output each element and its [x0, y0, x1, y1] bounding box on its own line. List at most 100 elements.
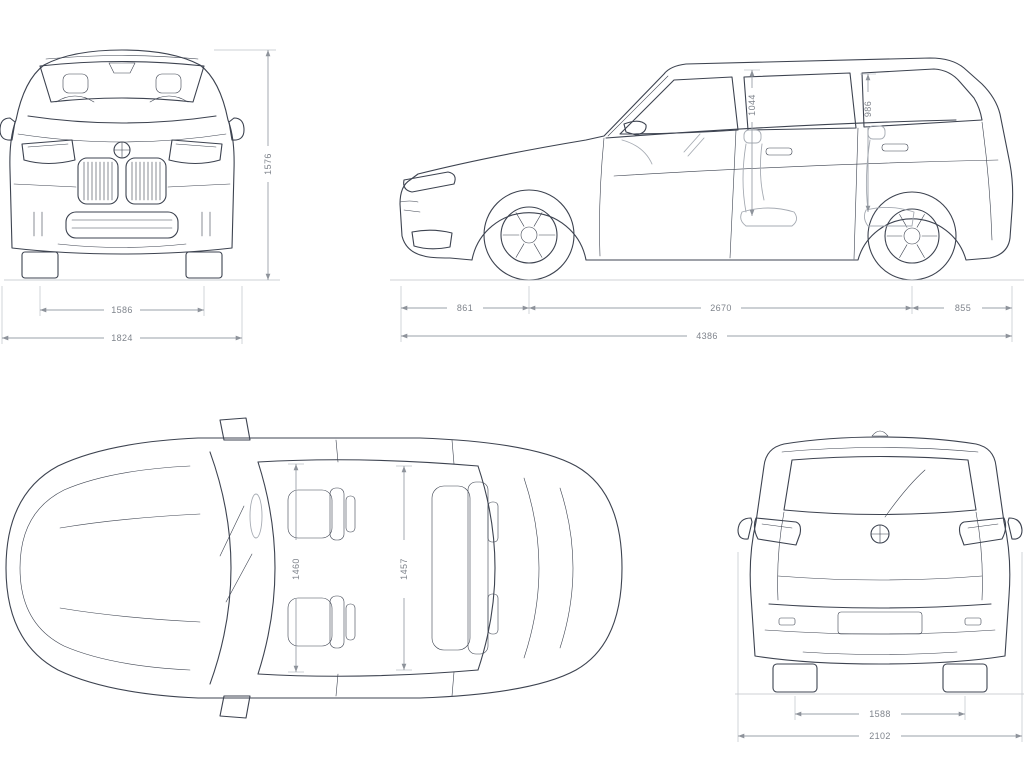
spoiler-arc [559, 487, 574, 649]
taillight-left-detail [761, 523, 793, 529]
front-wheel-rim [500, 206, 558, 264]
top-mirror-upper [219, 417, 251, 441]
rear-dimensions: 1588 2102 [735, 552, 1024, 742]
rear-wheel-rim [884, 208, 940, 264]
length-extension-lines [400, 286, 1013, 342]
license-plate-recess [837, 611, 923, 635]
front-door-window [619, 76, 739, 135]
taillight-left [753, 517, 802, 546]
rear-wheel-tire [867, 191, 957, 281]
side-headlight [403, 171, 456, 193]
rear-seat-backrest [865, 139, 871, 211]
spoiler-line [781, 447, 979, 453]
front-roof-line [45, 55, 199, 60]
driver-seat-cushion [287, 489, 333, 539]
passenger-headrest [345, 603, 356, 641]
a-pillar-inner [607, 75, 669, 137]
bumper-creases [13, 183, 231, 188]
width-extension-lines [1, 286, 243, 344]
bmw-roundel-quadrants [113, 141, 131, 159]
rear-car-drawing [737, 430, 1023, 693]
front-view-diagram: 1576 1586 1824 [0, 49, 280, 344]
steering-wheel-top [249, 493, 263, 539]
side-mirror-left [0, 117, 16, 141]
headlight-right-detail [175, 143, 217, 148]
rear-wheel-right [942, 663, 988, 693]
steering-wheel [683, 133, 705, 157]
wiper-lines [219, 505, 253, 603]
grille-bars-left [83, 161, 113, 201]
front-wheel-right [185, 251, 223, 279]
front-headrest-right [155, 73, 182, 94]
front-bumper-intake [411, 229, 453, 250]
front-car-drawing [0, 49, 245, 279]
side-car-drawing [399, 57, 1014, 281]
side-length-label: 4386 [696, 331, 718, 341]
front-track-label: 1586 [111, 305, 133, 315]
door-handle-front [765, 147, 793, 156]
roof-front-arc [257, 461, 276, 675]
rear-headrest-left [487, 501, 499, 543]
top-mirror-lower [219, 695, 251, 719]
intake-slats [71, 219, 173, 229]
character-line [613, 159, 999, 177]
front-bumper-contour [19, 465, 191, 671]
diffuser-line [802, 651, 958, 655]
front-wheel-hub [520, 226, 538, 244]
front-fascia-lines [399, 200, 421, 213]
side-headroom-rear-label: 986 [863, 101, 873, 117]
side-dimensions: 1044 986 861 2670 855 4386 [390, 69, 1024, 342]
taillight-right-detail [967, 523, 999, 529]
side-body-outline [399, 57, 1014, 261]
front-seat-cushion [740, 207, 797, 227]
door-seam-ticks [335, 439, 455, 697]
front-wheel-tire [483, 189, 575, 281]
front-hood-line [17, 133, 227, 143]
side-front-overhang-label: 861 [457, 303, 473, 313]
driver-seat-backrest [329, 487, 345, 541]
headlight-right [168, 139, 223, 165]
rear-window-arc [477, 465, 496, 671]
roof-side-edges [257, 459, 479, 677]
rear-wheel-hub [903, 227, 921, 245]
front-height-label: 1576 [263, 153, 273, 175]
rear-seat-headrest [867, 125, 886, 140]
front-windshield [39, 60, 205, 103]
reflector-left [778, 617, 796, 626]
hatch-edge-arc [523, 477, 540, 659]
front-body-outline [9, 49, 235, 255]
front-seatbacks [55, 95, 189, 103]
c-pillar-seam [853, 127, 859, 260]
tailgate-crease [777, 575, 983, 581]
front-width-label: 1824 [111, 333, 133, 343]
beltline [605, 119, 957, 139]
front-wheel-spokes [502, 212, 556, 258]
side-mirror [623, 120, 647, 136]
front-door-seam [599, 137, 605, 257]
grille-bars-right [131, 161, 161, 201]
b-pillar-seam [729, 129, 737, 259]
dashboard-line [621, 139, 653, 165]
headlight-left-detail [27, 143, 69, 148]
headlight-left [21, 139, 76, 165]
rear-headrest-right [487, 593, 499, 635]
reflector-right [964, 617, 982, 626]
rear-wiper [884, 469, 926, 518]
top-car-drawing [5, 417, 623, 719]
hood-crease-lines [59, 513, 201, 623]
passenger-seat-cushion [287, 597, 333, 647]
front-seat-backrest [742, 143, 765, 213]
side-headroom-front-label: 1044 [747, 94, 757, 116]
door-handle-rear [881, 143, 909, 152]
top-body-outline [5, 437, 623, 699]
hatch-seam [981, 121, 993, 241]
rear-body-outline [749, 436, 1011, 665]
front-dimensions: 1576 1586 1824 [1, 49, 280, 344]
rear-seat-cushion [863, 207, 915, 227]
windshield-base-arc [209, 451, 232, 685]
top-width-rear-label: 1457 [399, 558, 409, 580]
corner-intakes [33, 211, 211, 237]
driver-headrest [345, 495, 356, 533]
rear-track-label: 1588 [869, 709, 891, 719]
